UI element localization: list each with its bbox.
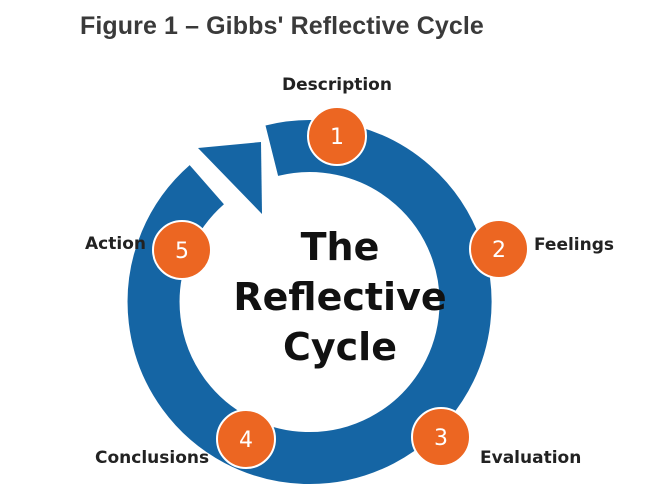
stage-5-number: 5 bbox=[175, 239, 189, 264]
stage-1-label: Description bbox=[282, 75, 392, 95]
cycle-ring bbox=[127, 120, 492, 485]
stage-1-badge bbox=[307, 106, 367, 166]
stage-5-label: Action bbox=[85, 234, 146, 254]
stage-3-badge bbox=[411, 407, 471, 467]
stage-3-label: Evaluation bbox=[480, 448, 581, 468]
stage-4-label: Conclusions bbox=[95, 448, 209, 468]
center-text-line-2: Reflective bbox=[233, 275, 446, 319]
stage-5-badge bbox=[152, 220, 212, 280]
stage-2: 2 Feelings bbox=[469, 219, 614, 279]
center-text-line-3: Cycle bbox=[283, 325, 397, 369]
reflective-cycle-diagram: The Reflective Cycle 1 Description 2 Fee… bbox=[80, 62, 620, 487]
figure-title: Figure 1 – Gibbs' Reflective Cycle bbox=[80, 12, 484, 40]
stage-2-label: Feelings bbox=[534, 235, 614, 255]
stage-4-number: 4 bbox=[239, 428, 253, 453]
cycle-svg: The Reflective Cycle 1 Description 2 Fee… bbox=[85, 75, 614, 485]
stage-1-number: 1 bbox=[330, 125, 344, 150]
stage-4-badge bbox=[216, 409, 276, 469]
stage-5: 5 Action bbox=[85, 220, 212, 280]
stage-3: 3 Evaluation bbox=[411, 407, 581, 468]
stage-1: 1 Description bbox=[282, 75, 392, 166]
stage-3-number: 3 bbox=[434, 426, 448, 451]
stage-4: 4 Conclusions bbox=[95, 409, 276, 469]
stage-2-badge bbox=[469, 219, 529, 279]
cycle-direction-arrow bbox=[198, 142, 262, 214]
stage-2-number: 2 bbox=[492, 238, 506, 263]
center-text-line-1: The bbox=[301, 225, 380, 269]
